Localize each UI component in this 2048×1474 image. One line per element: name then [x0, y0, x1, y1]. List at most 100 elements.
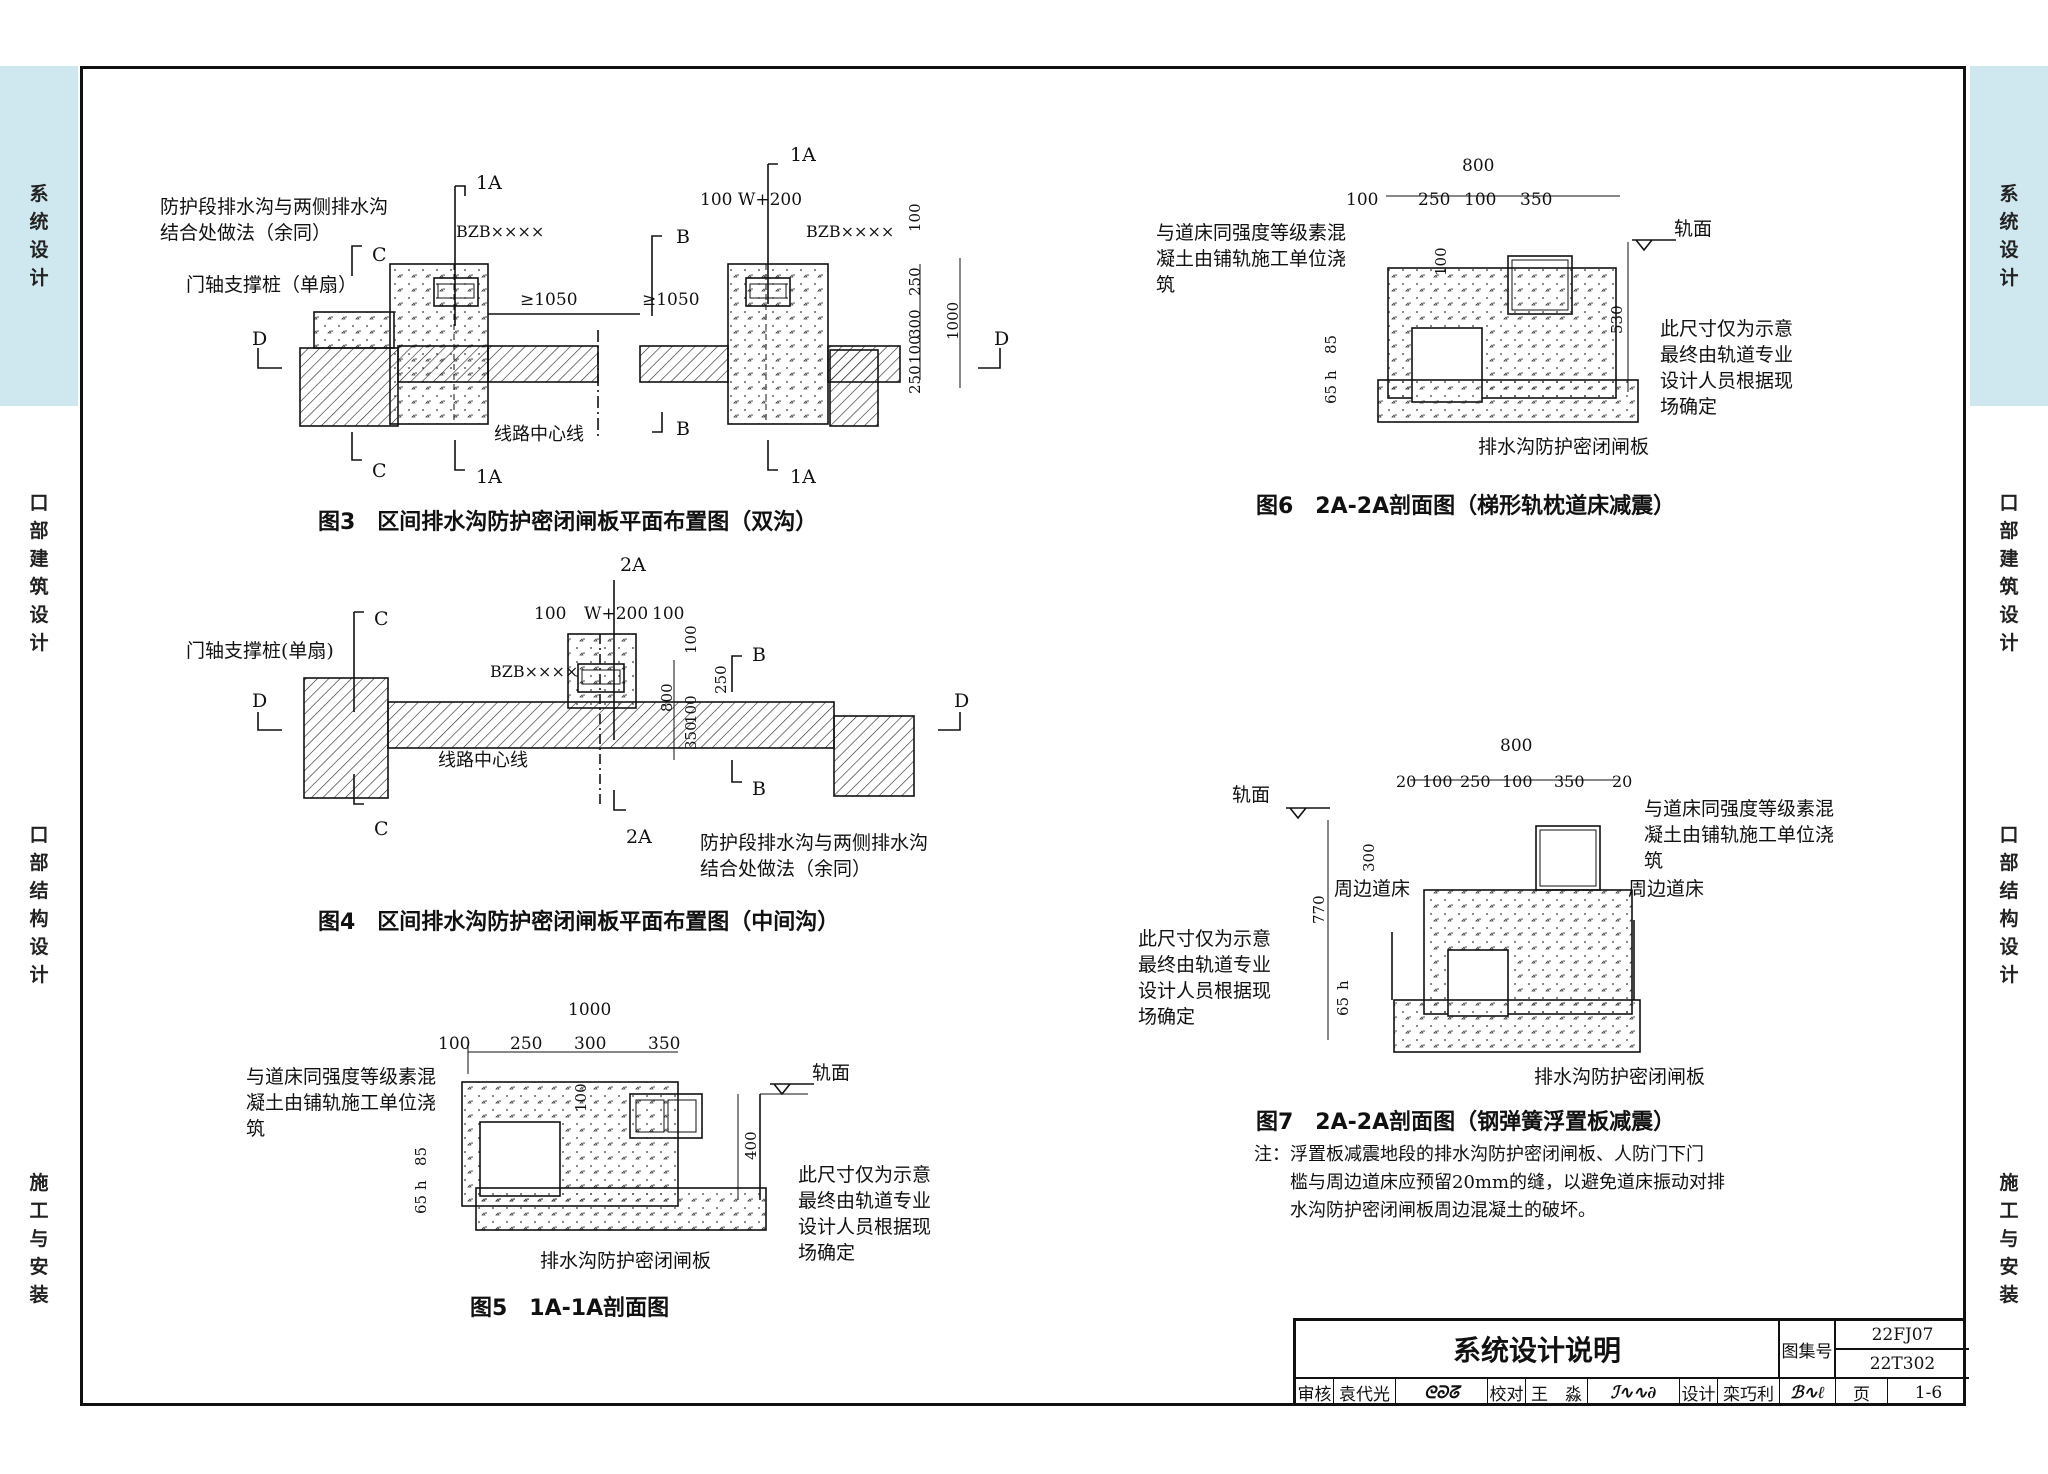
fig3-caption: 图3 区间排水沟防护密闭闸板平面布置图（双沟） [318, 510, 818, 535]
designer: 栾巧利 [1718, 1379, 1780, 1406]
fig4-note-join-2: 结合处做法（余同） [700, 858, 872, 880]
fig3-sec-1a-top: 1A [476, 172, 502, 194]
fig7-caption: 图7 2A-2A剖面图（钢弹簧浮置板减震） [1256, 1110, 1676, 1135]
fig3-sec-b-top: B [676, 226, 690, 248]
fig5-dim-300: 300 [574, 1034, 607, 1054]
review-label: 审核 [1296, 1379, 1334, 1406]
fig3-dim-1000: 1000 [944, 301, 962, 340]
fig4-caption: 图4 区间排水沟防护密闭闸板平面布置图（中间沟） [318, 910, 840, 935]
fig4-dim-v250: 250 [712, 665, 730, 694]
fig7-concrete-1: 与道床同强度等级素混 [1644, 798, 1835, 820]
fig3-dim-100b: 100 [906, 335, 924, 364]
side-tab-char: 统 [1999, 211, 2019, 233]
fig4-plan [257, 580, 961, 811]
fig3-d1050-a: ≥1050 [520, 290, 578, 310]
fig7-dim-250: 250 [1460, 772, 1491, 791]
side-tab-char: 构 [29, 908, 49, 930]
side-tab-char: 统 [29, 211, 49, 233]
fig3-sec-c-top: C [372, 244, 387, 266]
fig7-dim-20b: 20 [1612, 772, 1633, 791]
fig3-plan [257, 163, 1001, 471]
fig4-door-pile: 门轴支撑桩(单扇) [186, 640, 334, 662]
fig5-rail: 轨面 [812, 1062, 851, 1084]
side-tab-char: 结 [29, 880, 49, 902]
fig5-dim-350: 350 [648, 1034, 681, 1054]
side-tab-char: 部 [1999, 852, 2019, 874]
fig6-section [1377, 195, 1676, 423]
fig3-bzb-right: BZB×××× [806, 222, 895, 241]
fig4-dim-v100b: 100 [682, 695, 700, 724]
side-tab-char: 工 [29, 1200, 49, 1222]
page-number: 1-6 [1914, 1382, 1943, 1403]
fig5-remark-3: 设计人员根据现 [798, 1216, 932, 1238]
fig7-dim-20a: 20 [1396, 772, 1417, 791]
fig3-sec-1a-top2: 1A [790, 144, 816, 166]
side-tab-char: 工 [1999, 1200, 2019, 1222]
fig4-sec-2a-top: 2A [620, 554, 646, 576]
drawing-frame [80, 66, 1966, 1406]
side-tab-char: 结 [1999, 880, 2019, 902]
side-tab-entrance-structure-r: 口部结构设计 [1970, 740, 2048, 1070]
fig5-concrete-3: 筑 [246, 1118, 266, 1140]
side-tab-char: 计 [29, 632, 49, 654]
fig4-sec-c-bot: C [374, 818, 389, 840]
fig4-centerline: 线路中心线 [438, 750, 528, 771]
side-tab-entrance-structure: 口部结构设计 [0, 740, 78, 1070]
fig3-door-pile: 门轴支撑桩（单扇） [186, 274, 358, 296]
fig6-v530: 530 [1608, 305, 1626, 334]
fig7-concrete-3: 筑 [1644, 850, 1664, 872]
fig6-concrete-2: 凝土由铺轨施工单位浇 [1156, 248, 1347, 270]
fig6-v85: 85 [1322, 334, 1340, 354]
fig5-gate: 排水沟防护密闭闸板 [540, 1250, 712, 1272]
side-tab-char: 施 [29, 1172, 49, 1194]
sheet-title: 系统设计说明 [1296, 1321, 1780, 1379]
side-tab-char: 部 [29, 852, 49, 874]
fig7-v770: 770 [1310, 895, 1328, 924]
side-tab-char: 口 [29, 492, 49, 514]
side-tab-char: 部 [29, 520, 49, 542]
side-tab-char: 建 [29, 548, 49, 570]
fig3-w200: 100 W+200 [700, 190, 803, 210]
side-tab-char: 设 [29, 604, 49, 626]
fig5-vh: h [412, 1180, 430, 1190]
fig6-dim-250: 250 [1418, 190, 1451, 210]
side-tab-char: 与 [1999, 1228, 2019, 1250]
fig6-v65: 65 [1322, 384, 1340, 404]
side-tab-char: 部 [1999, 520, 2019, 542]
reviewer: 袁代光 [1334, 1379, 1396, 1406]
reviewer-signature: ᘓᘐᘔ [1396, 1379, 1488, 1406]
fig3-dim-250: 250 [906, 267, 924, 296]
fig4-sec-d-right: D [954, 690, 970, 712]
atlas-no-1: 22FJ07 [1836, 1321, 1969, 1350]
fig3-dim-100: 100 [906, 203, 924, 232]
fig5-v400: 400 [742, 1131, 760, 1160]
fig7-remark-1: 此尺寸仅为示意 [1138, 928, 1272, 950]
side-tab-char: 口 [29, 824, 49, 846]
fig5-caption: 图5 1A-1A剖面图 [470, 1296, 670, 1321]
side-tab-char: 设 [1999, 604, 2019, 626]
side-tab-system-design-r: 系统设计 [1970, 66, 2048, 406]
side-tab-char: 系 [1999, 183, 2019, 205]
fig6-remark-3: 设计人员根据现 [1660, 370, 1794, 392]
fig5-dim-100: 100 [438, 1034, 471, 1054]
fig5-concrete-2: 凝土由铺轨施工单位浇 [246, 1092, 437, 1114]
fig5-v85: 85 [412, 1146, 430, 1166]
side-tab-entrance-architecture-r: 口部建筑设计 [1970, 408, 2048, 738]
fig3-dim-250b: 250 [906, 365, 924, 394]
side-tab-char: 口 [1999, 492, 2019, 514]
fig7-note-1: 注：浮置板减震地段的排水沟防护密闭闸板、人防门下门 [1254, 1144, 1704, 1165]
fig7-dim-100: 100 [1422, 772, 1453, 791]
fig7-remark-2: 最终由轨道专业 [1138, 954, 1272, 976]
fig7-remark-4: 场确定 [1138, 1006, 1196, 1028]
design-label: 设计 [1680, 1379, 1718, 1406]
side-tab-char: 计 [29, 267, 49, 289]
fig7-vh: h [1334, 980, 1352, 990]
fig6-vh: h [1322, 370, 1340, 380]
fig4-dim-v350: 350 [682, 721, 700, 750]
side-tab-char: 建 [1999, 548, 2019, 570]
fig7-note-2: 槛与周边道床应预留20mm的缝，以避免道床振动对排 [1290, 1172, 1726, 1193]
fig3-sec-b-bot: B [676, 418, 690, 440]
fig5-v100: 100 [572, 1083, 590, 1112]
fig3-note-join-1: 防护段排水沟与两侧排水沟 [160, 196, 389, 218]
